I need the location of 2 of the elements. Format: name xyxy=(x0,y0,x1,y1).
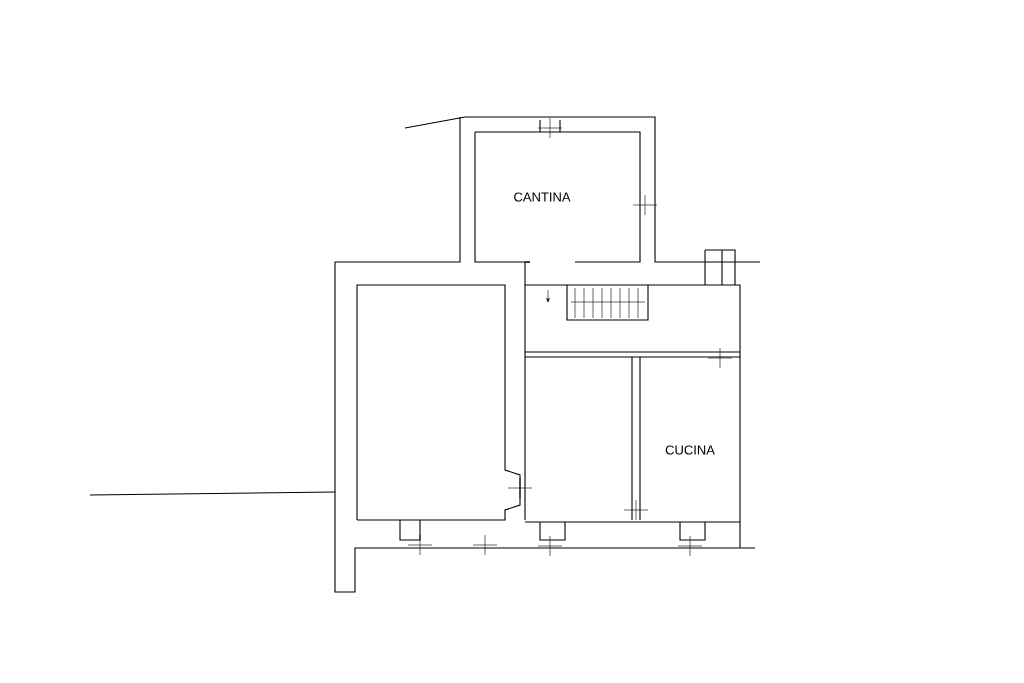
room-label: CUCINA xyxy=(665,445,715,455)
room-label: CANTINA xyxy=(514,192,571,202)
